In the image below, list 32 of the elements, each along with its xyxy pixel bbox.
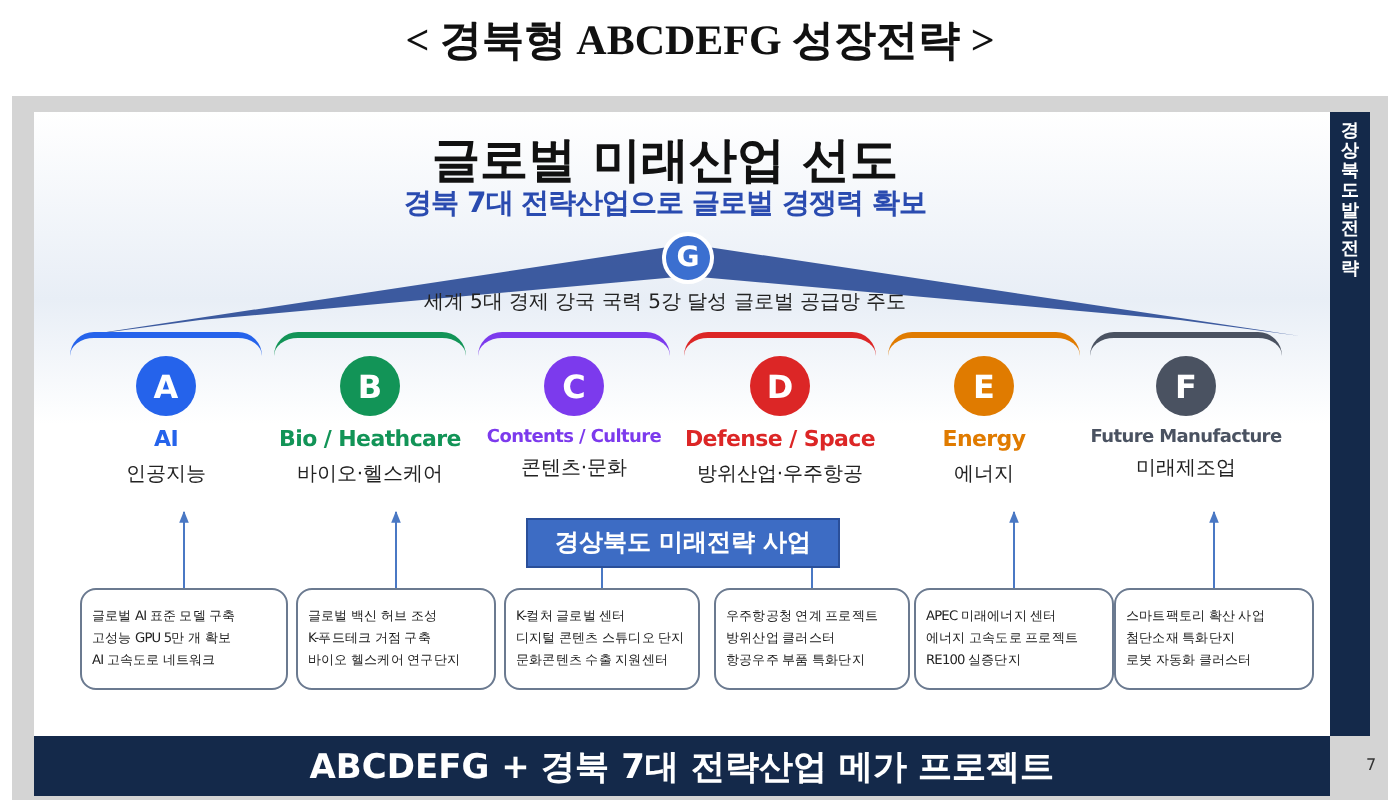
slide-heading: 글로벌 미래산업 선도 — [432, 132, 898, 188]
project-card — [80, 588, 288, 690]
sector-name-ko: 콘텐츠·문화 — [520, 456, 628, 483]
project-card — [296, 588, 496, 690]
arrow — [391, 510, 401, 589]
sector-name-en: Future Manufacture — [1090, 428, 1282, 449]
page-number: 7 — [1366, 756, 1377, 774]
page-title: < 경북형 ABCDEFG 성장전략 > — [403, 14, 997, 68]
sector-name-en: Bio / Heathcare — [279, 428, 461, 454]
connector-line — [601, 567, 603, 589]
arrow — [1009, 510, 1019, 589]
footer-bar: ABCDEFG + 경북 7대 전략산업 메가 프로젝트 — [34, 736, 1330, 796]
sector-name-ko: 미래제조업 — [1136, 456, 1236, 483]
goal-text: 세계 5대 경제 강국 국력 5강 달성 글로벌 공급망 주도 — [423, 292, 907, 314]
sector-name-ko: 인공지능 — [126, 461, 206, 488]
sector-name-en: Contents / Culture — [486, 428, 662, 449]
sector-name-en: Defense / Space — [684, 428, 876, 454]
arrow — [179, 510, 189, 589]
project-card — [914, 588, 1114, 690]
program-box: 경상북도 미래전략 사업 — [526, 518, 840, 568]
sector-name-en: AI — [153, 428, 178, 454]
project-card — [1114, 588, 1314, 690]
sector-name-en: Energy — [942, 428, 1026, 454]
connector-line — [811, 567, 813, 589]
arrow — [1209, 510, 1219, 589]
project-card — [714, 588, 910, 690]
sector-name-ko: 바이오·헬스케어 — [296, 461, 444, 488]
sector-name-ko: 에너지 — [954, 461, 1014, 488]
side-tab: 경상북도 발전전략 — [1330, 112, 1370, 736]
project-card — [504, 588, 700, 690]
slide-subheading: 경북 7대 전략산업으로 글로벌 경쟁력 확보 — [404, 188, 926, 220]
sector-name-ko: 방위산업·우주항공 — [696, 461, 864, 488]
